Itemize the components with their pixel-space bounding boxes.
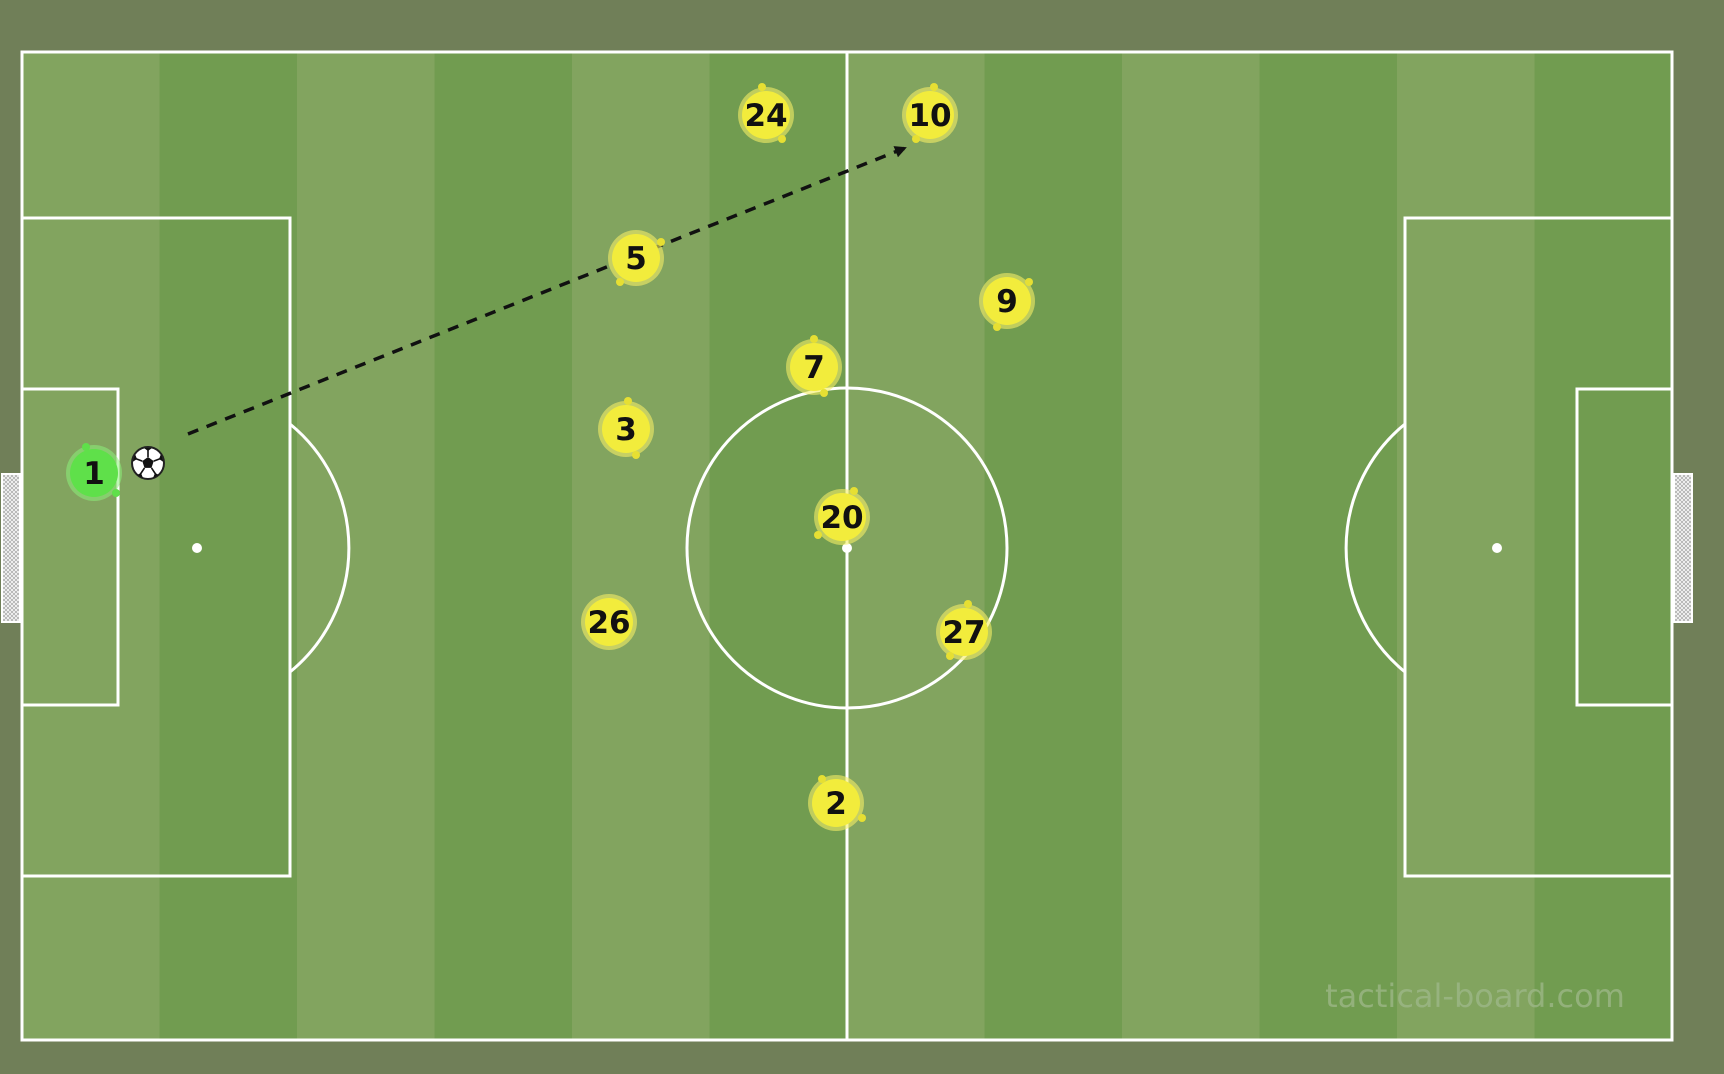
player-token[interactable]: 2 (808, 775, 866, 831)
right-goal-area (1575, 387, 1674, 707)
player-disc (602, 405, 650, 453)
player-disc (818, 493, 866, 541)
pitch-stripe (1397, 52, 1535, 1040)
watermark-text: tactical-board.com (1325, 977, 1625, 1015)
player-handle[interactable] (657, 238, 665, 246)
player-disc (742, 91, 790, 139)
player-token[interactable]: 26 (581, 594, 637, 650)
player-handle[interactable] (778, 135, 786, 143)
player-token[interactable]: 3 (598, 397, 654, 459)
left-goal-area (20, 387, 120, 707)
player-number: 2 (825, 786, 847, 822)
player-number: 20 (820, 500, 863, 536)
player-disc (585, 598, 633, 646)
pitch-stripe (847, 52, 985, 1040)
right-penalty-arc (1344, 422, 1406, 674)
goalkeeper-disc (70, 449, 118, 497)
left-penalty-spot (192, 543, 202, 553)
player-handle[interactable] (946, 652, 954, 660)
player-handle[interactable] (820, 389, 828, 397)
left-penalty-arc (289, 422, 351, 674)
soccer-ball-icon[interactable] (131, 446, 165, 480)
center-circle (685, 386, 1009, 710)
pitch-stripe (1534, 52, 1673, 1040)
player-number: 10 (908, 98, 951, 134)
player-handle[interactable] (993, 323, 1001, 331)
player-token[interactable]: 5 (608, 230, 665, 286)
goalkeeper-handle[interactable] (112, 489, 120, 497)
player-handle[interactable] (858, 814, 866, 822)
player-token[interactable]: 9 (979, 273, 1035, 331)
goalkeeper-token[interactable]: 1 (66, 443, 122, 501)
pitch-stripe (297, 52, 435, 1040)
goalkeeper-number: 1 (83, 456, 105, 492)
player-disc (906, 91, 954, 139)
player-number: 27 (942, 615, 985, 651)
pass-arrow[interactable] (187, 146, 907, 436)
player-disc (612, 234, 660, 282)
player-handle[interactable] (912, 135, 920, 143)
pitch-stripe (159, 52, 298, 1040)
pitch-stripe (22, 52, 160, 1040)
player-number: 9 (996, 284, 1018, 320)
player-number: 3 (615, 412, 637, 448)
pitch-stripe (984, 52, 1123, 1040)
player-number: 26 (587, 605, 630, 641)
player-token[interactable]: 20 (814, 487, 870, 545)
right-penalty-spot (1492, 543, 1502, 553)
player-number: 5 (625, 241, 647, 277)
player-token[interactable]: 7 (786, 335, 842, 397)
right-goal-net (1673, 473, 1693, 623)
player-number: 24 (744, 98, 787, 134)
player-handle[interactable] (850, 487, 858, 495)
goalkeeper-handle[interactable] (82, 443, 90, 451)
player-handle[interactable] (624, 397, 632, 405)
player-token[interactable]: 10 (902, 83, 958, 143)
player-token[interactable]: 24 (738, 83, 794, 143)
player-handle[interactable] (758, 83, 766, 91)
player-handle[interactable] (964, 600, 972, 608)
player-handle[interactable] (930, 83, 938, 91)
center-spot (842, 543, 852, 553)
pitch-stripe (434, 52, 573, 1040)
player-handle[interactable] (814, 531, 822, 539)
player-handle[interactable] (616, 278, 624, 286)
player-disc (790, 343, 838, 391)
player-number: 7 (803, 350, 825, 386)
left-goal-net (1, 473, 21, 623)
player-handle[interactable] (810, 335, 818, 343)
player-handle[interactable] (632, 451, 640, 459)
pitch-stripe (709, 52, 848, 1040)
player-token[interactable]: 27 (936, 600, 992, 660)
player-handle[interactable] (1025, 278, 1033, 286)
pitch-stripe (1259, 52, 1398, 1040)
player-disc (940, 608, 988, 656)
pitch-stripe (572, 52, 710, 1040)
player-disc (812, 779, 860, 827)
player-disc (983, 277, 1031, 325)
player-handle[interactable] (818, 775, 826, 783)
pitch-stripe (1122, 52, 1260, 1040)
